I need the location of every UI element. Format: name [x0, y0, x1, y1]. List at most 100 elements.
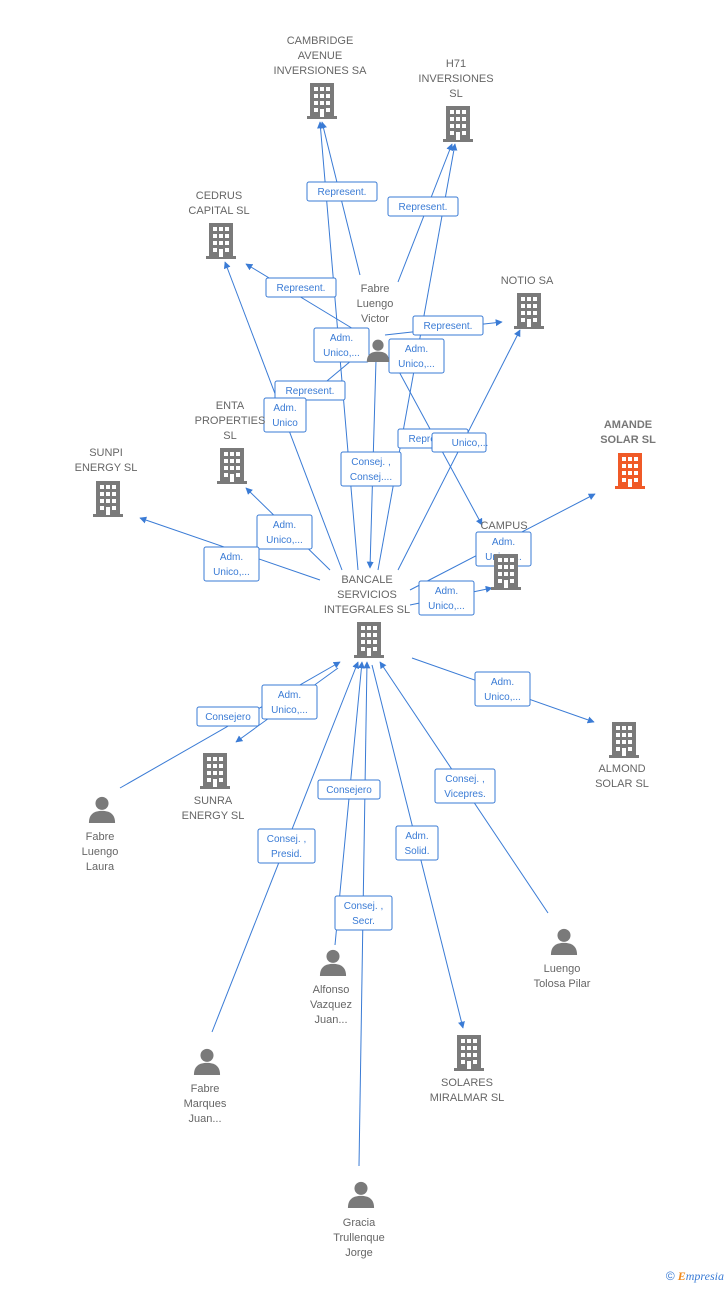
- brand-initial: E: [677, 1269, 686, 1283]
- edge-label-text: Consejero: [205, 712, 251, 723]
- person-icon: [88, 796, 116, 823]
- edge-labels-layer: Represent. Represent. Represent. Represent.…: [196, 181, 532, 931]
- edge-label-box: [387, 196, 459, 217]
- edge-label-text: Consejero: [326, 785, 372, 796]
- person-icon: [366, 339, 390, 362]
- edge-label-text: Unico,...: [452, 438, 489, 449]
- node-label-line: Fabre: [86, 831, 115, 843]
- edge-label-e_marques: Consej. ,Presid.: [257, 828, 316, 864]
- edge-label-text: Adm.: [491, 677, 514, 688]
- edge-label-box: [334, 895, 393, 931]
- building-icon: [615, 453, 645, 489]
- node-label-line: Jorge: [345, 1247, 373, 1259]
- node-label-line: CAMBRIDGE: [287, 35, 354, 47]
- node-label-line: ENERGY SL: [182, 810, 245, 822]
- edge-label-text: Unico,...: [428, 601, 465, 612]
- node-label-line: INVERSIONES: [418, 73, 493, 85]
- edge-label-text: Represent.: [277, 283, 326, 294]
- node-label-line: INTEGRALES SL: [324, 604, 410, 616]
- edge-label-e_b_adm_unico: Unico,...: [431, 432, 489, 453]
- edge-label-text: Adm.: [273, 520, 296, 531]
- edge-label-box: [257, 828, 316, 864]
- node-label-line: Laura: [86, 861, 115, 873]
- edge-label-e_b_sunpi: Adm.Unico,...: [203, 546, 260, 582]
- node-bancale[interactable]: BANCALE SERVICIOS INTEGRALES SL: [324, 574, 410, 658]
- edge-label-box: [412, 315, 484, 336]
- edge-label-text: Unico: [272, 418, 298, 429]
- node-label-line: Fabre: [361, 283, 390, 295]
- edge-label-e_gracia: Consej. ,Secr.: [334, 895, 393, 931]
- edge-label-e_v_adm2: Adm.Unico,...: [388, 338, 445, 374]
- node-label-line: SUNRA: [194, 795, 233, 807]
- node-label-line: Trullenque: [333, 1232, 385, 1244]
- edge-label-text: Represent.: [286, 386, 335, 397]
- edge-label-text: Unico,...: [266, 535, 303, 546]
- edge-label-box: [395, 825, 439, 861]
- node-solares[interactable]: SOLARES MIRALMAR SL: [430, 1035, 505, 1104]
- edge-label-e_b_enta2: Adm. Unico,...: [256, 514, 313, 550]
- edge-label-box: [418, 580, 475, 616]
- node-sunra[interactable]: SUNRA ENERGY SL: [182, 753, 245, 822]
- edge-label-e_h71: Represent.: [387, 196, 459, 217]
- edge-label-e_notio: Represent.: [412, 315, 484, 336]
- node-label-line: NOTIO SA: [501, 275, 554, 287]
- node-label-line: CAMPUS: [480, 520, 527, 532]
- edge-label-box: [474, 671, 531, 707]
- edge-label-box: [274, 380, 346, 401]
- edge-label-box: [431, 432, 487, 453]
- node-label-line: SOLAR SL: [600, 434, 656, 446]
- node-label-line: Luengo: [544, 963, 581, 975]
- brand-watermark: ©Empresia: [666, 1269, 724, 1284]
- node-label-line: SOLAR SL: [595, 778, 649, 790]
- node-label-line: Fabre: [191, 1083, 220, 1095]
- edge-label-text: Consej....: [350, 472, 392, 483]
- node-label-line: Juan...: [314, 1014, 347, 1026]
- edge-label-text: Represent.: [318, 187, 367, 198]
- edge-label-text: Unico,...: [271, 705, 308, 716]
- edge-label-e_cedrus: Represent.: [265, 277, 337, 298]
- building-icon: [514, 293, 544, 329]
- edge-label-box: [256, 514, 313, 550]
- person-icon: [550, 928, 578, 955]
- building-icon: [307, 83, 337, 119]
- node-label-line: SERVICIOS: [337, 589, 397, 601]
- node-cambridge[interactable]: CAMBRIDGE AVENUE INVERSIONES SA: [274, 35, 368, 119]
- node-label-line: SOLARES: [441, 1077, 493, 1089]
- node-label-line: Victor: [361, 313, 389, 325]
- node-label-line: MIRALMAR SL: [430, 1092, 505, 1104]
- node-label-line: ENTA: [216, 400, 245, 412]
- node-label-line: SL: [223, 430, 236, 442]
- node-label-line: INVERSIONES SA: [274, 65, 368, 77]
- node-notio[interactable]: NOTIO SA: [501, 275, 554, 329]
- node-label-line: BANCALE: [341, 574, 392, 586]
- node-label-line: Tolosa Pilar: [534, 978, 591, 990]
- edge-label-e_cambridge: Represent.: [306, 181, 378, 202]
- edge-label-e_b_sunra: Adm.Unico,...: [261, 684, 318, 720]
- edge-label-box: [265, 277, 337, 298]
- node-label-line: AVENUE: [298, 50, 342, 62]
- edge-label-e_b_campus: Adm.Unico,...: [418, 580, 475, 616]
- node-label-line: SL: [449, 88, 462, 100]
- edge-label-box: [340, 451, 402, 487]
- node-marques[interactable]: FabreMarquesJuan...: [184, 1048, 227, 1125]
- node-alfonso[interactable]: AlfonsoVazquezJuan...: [310, 949, 352, 1026]
- person-icon: [193, 1048, 221, 1075]
- edge-label-e_b_almond: Adm. Unico,...: [474, 671, 531, 707]
- edge-label-text: Unico,...: [484, 692, 521, 703]
- edge-label-text: Adm.: [492, 537, 515, 548]
- edge-label-box: [263, 397, 307, 433]
- edge-label-text: Consej. ,: [445, 774, 484, 785]
- node-campus[interactable]: CAMPUS: [480, 520, 528, 590]
- node-label-line: Marques: [184, 1098, 227, 1110]
